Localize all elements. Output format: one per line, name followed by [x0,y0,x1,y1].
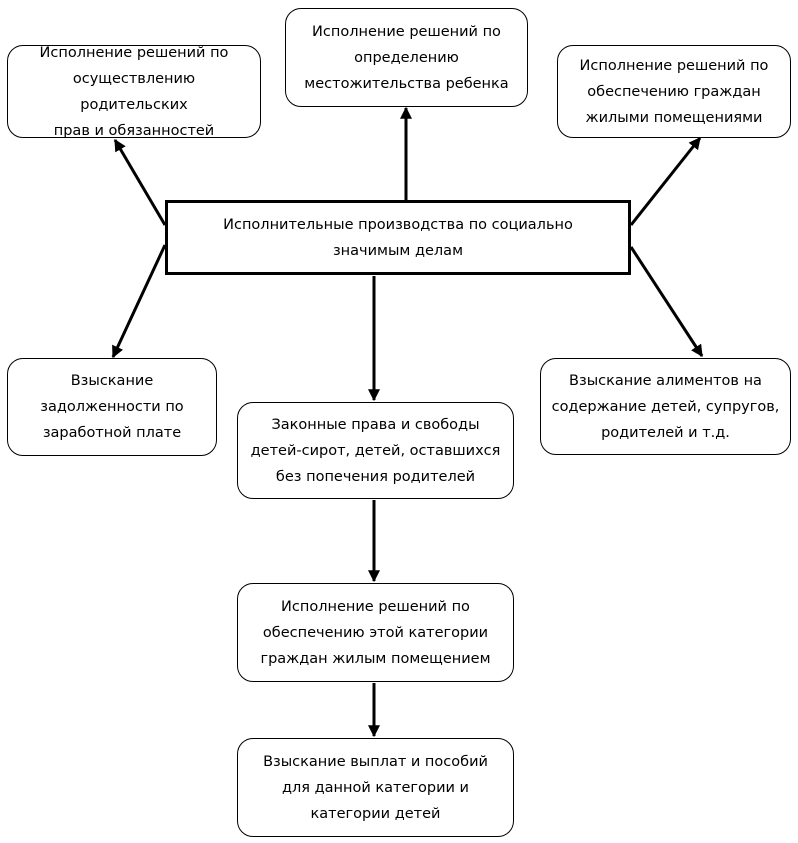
box-text-line: определению [354,49,459,66]
box-text-line: прав и обязанностей [53,122,215,139]
arrow-to-housing [629,137,702,226]
box-alimony: Взыскание алиментов на содержание детей,… [540,358,791,455]
box-text-line: категории детей [310,805,441,822]
arrow-to-alimony [629,246,704,358]
box-orphan-rights: Законные права и свободы детей-сирот, де… [237,402,514,499]
box-text-line: обеспечению граждан [587,83,761,100]
box-text-line: Взыскание [70,373,154,389]
box-text-line: Исполнение решений по [39,44,229,61]
box-text-line: значимым делам [332,242,464,259]
arrow-to-parental [113,138,167,226]
box-text-line: Исполнительные производства по социально [223,216,573,233]
box-parental-rights: Исполнение решений по осуществлению роди… [7,45,261,139]
box-text-line: местожительства ребенка [304,75,509,92]
box-text-line: осуществлению родительских [72,70,196,113]
box-text-line: Исполнение решений по [281,598,470,615]
box-text-line: родителей и т.д. [601,424,730,441]
arrow-to-debt [111,244,167,359]
box-text-line: содержание детей, супругов, [551,398,780,415]
box-text-line: Взыскание алиментов на [569,372,762,389]
box-text-line: для данной категории и [281,779,469,796]
box-text-line: Взыскание выплат и пособий [263,753,488,770]
box-text-line: граждан жилым помещением [260,650,491,667]
box-text-line: Исполнение решений по [579,57,769,74]
box-text-line: жилыми помещениями [585,109,763,126]
box-housing: Исполнение решений по обеспечению гражда… [557,45,791,138]
box-text-line: детей-сирот, детей, оставшихся [250,442,501,459]
box-text-line: без попечения родителей [275,468,476,485]
box-main-social-cases: Исполнительные производства по социально… [165,200,631,275]
box-text-line: Исполнение решений по [312,23,501,40]
box-child-residence: Исполнение решений по определению местож… [285,8,528,107]
box-orphan-housing: Исполнение решений по обеспечению этой к… [237,583,514,682]
box-text-line: Законные права и свободы [271,416,480,433]
box-text-line: обеспечению этой категории [262,624,489,641]
box-payments-benefits: Взыскание выплат и пособий для данной ка… [237,738,514,837]
box-text-line: заработной плате [42,425,182,441]
box-wage-debt: Взыскание задолженности по заработной пл… [7,358,217,456]
box-text-line: задолженности по [40,399,184,415]
